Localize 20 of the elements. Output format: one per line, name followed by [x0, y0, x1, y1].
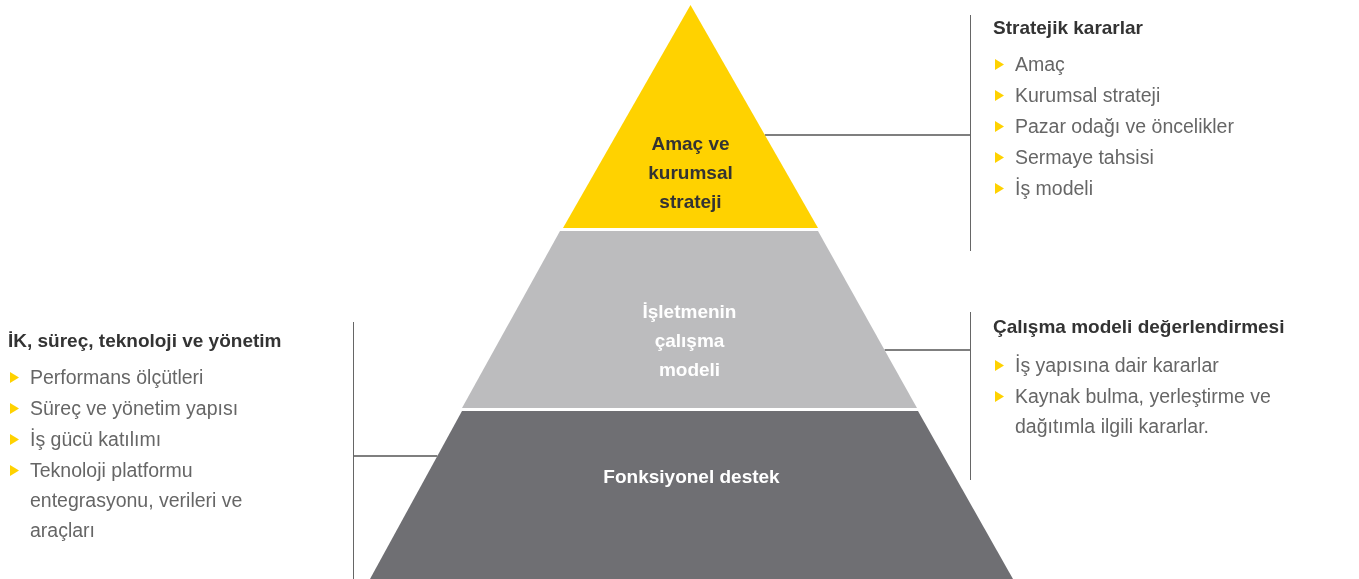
bullet-text: İş modeli: [1015, 176, 1094, 201]
bullet-text: Süreç ve yönetim yapısı: [30, 396, 239, 421]
leader-line: [352, 455, 439, 457]
bullet-text: Amaç: [1015, 52, 1065, 77]
leader-line: [883, 349, 971, 351]
panel-heading: Stratejik kararlar: [993, 16, 1144, 40]
bullet-text: Teknoloji platformu entegrasyonu, verileri ve araçları: [30, 458, 244, 543]
tier-label: Amaç ve kurumsal strateji: [647, 132, 734, 214]
bullet-text: Kurumsal strateji: [1015, 83, 1161, 108]
bullet-text: Kaynak bulma, yerleştirme ve dağıtımla ilgili kararlar.: [1015, 384, 1272, 439]
tier-label: Fonksiyonel destek: [602, 465, 781, 489]
bullet-text: Sermaye tahsisi: [1015, 145, 1154, 170]
leader-line: [764, 134, 971, 136]
bullet-text: Pazar odağı ve öncelikler: [1015, 114, 1234, 139]
panel-heading: Çalışma modeli değerlendirmesi: [993, 315, 1286, 339]
tier-label: İşletmenin çalışma modeli: [641, 300, 738, 382]
bullet-text: İş yapısına dair kararlar: [1015, 353, 1219, 378]
bullet-text: İş gücü katılımı: [30, 427, 162, 452]
panel-heading: İK, süreç, teknoloji ve yönetim: [8, 329, 283, 353]
bullet-text: Performans ölçütleri: [30, 365, 204, 390]
